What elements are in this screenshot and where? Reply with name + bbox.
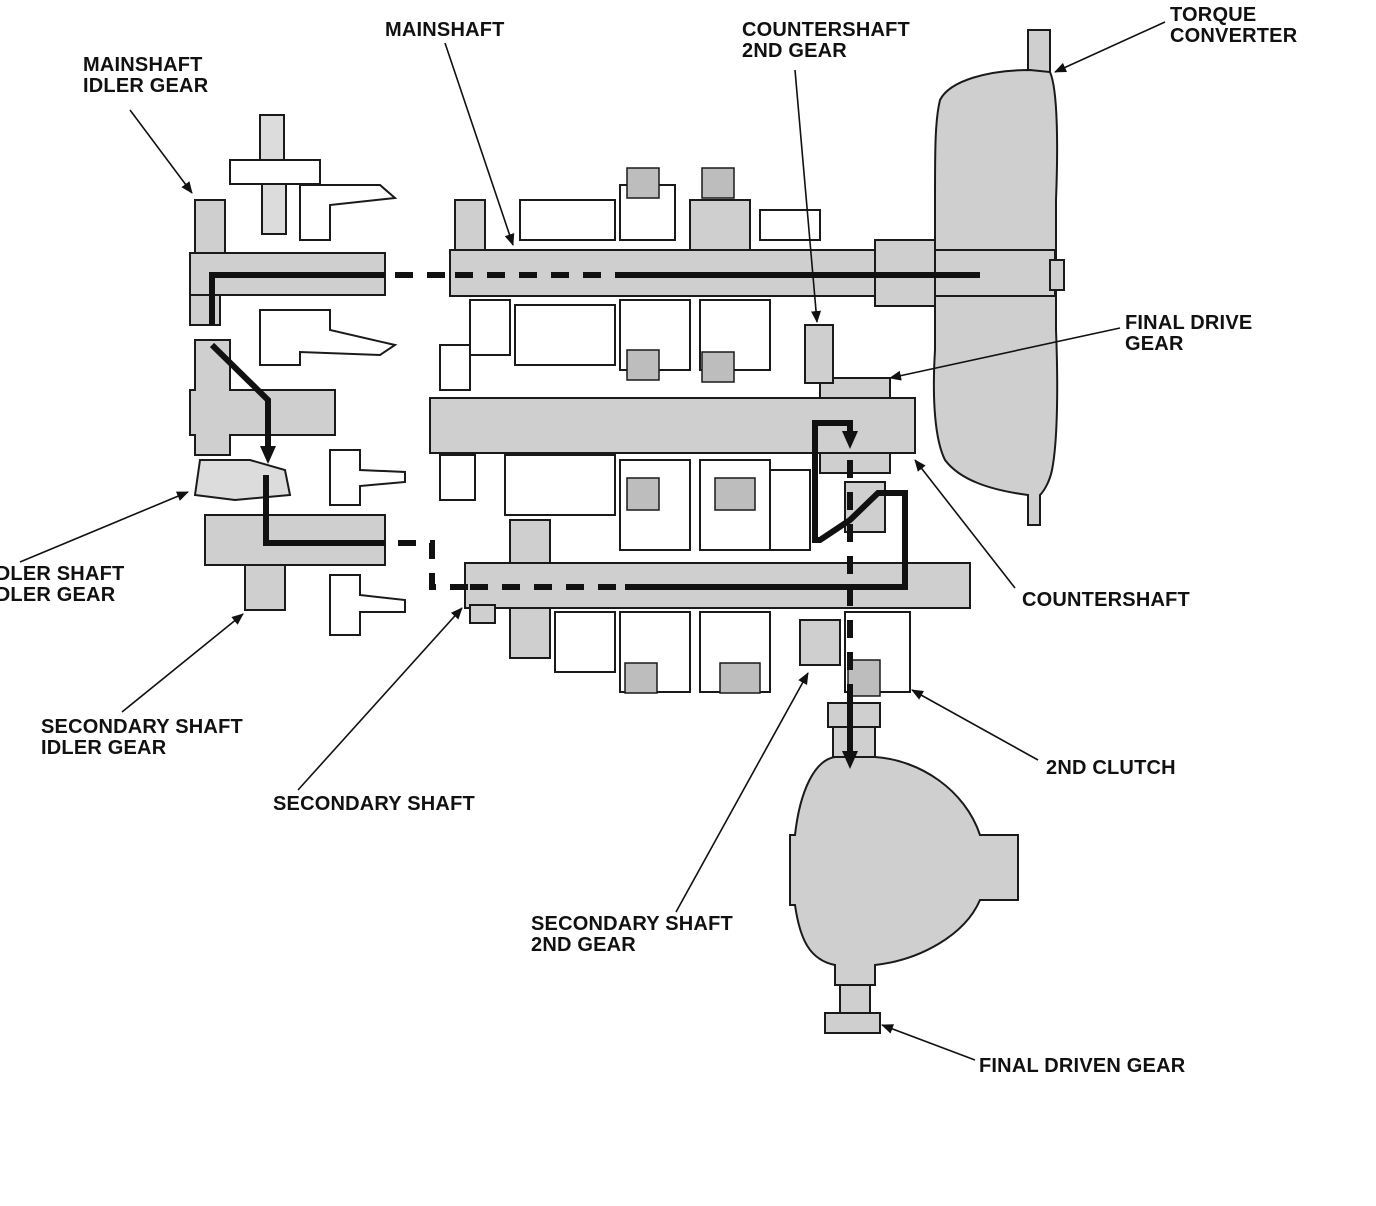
leader-lines — [19, 21, 1166, 1061]
label-final-drive-gear: FINAL DRIVE GEAR — [1125, 312, 1258, 355]
label-torque-converter-line2: CONVERTER — [1170, 25, 1298, 47]
label-secondary-shaft-idler-gear: SECONDARY SHAFT IDLER GEAR — [41, 716, 249, 759]
mainshaft-idler-gear — [189, 114, 398, 366]
label-mainshaft-idler-gear-line2: IDLER GEAR — [83, 75, 209, 97]
label-final-drive-gear-line1: FINAL DRIVE — [1125, 312, 1252, 334]
label-mainshaft: MAINSHAFT — [385, 19, 505, 41]
upper-gear-pack — [439, 167, 834, 391]
label-countershaft-2nd-gear: COUNTERSHAFT 2ND GEAR — [742, 19, 916, 62]
label-secondary-shaft-idler-gear-line1: SECONDARY SHAFT — [41, 716, 243, 738]
label-torque-converter-line1: TORQUE — [1170, 4, 1256, 26]
label-secondary-shaft-idler-gear-line2: IDLER GEAR — [41, 737, 167, 759]
power-flow-path — [209, 272, 980, 769]
label-mainshaft-idler-gear-line1: MAINSHAFT — [83, 54, 203, 76]
label-countershaft-2nd-gear-line2: 2ND GEAR — [742, 40, 847, 62]
label-secondary-shaft: SECONDARY SHAFT — [273, 793, 475, 815]
differential — [789, 702, 1019, 1034]
torque-converter — [932, 29, 1059, 526]
label-countershaft-2nd-gear-line1: COUNTERSHAFT — [742, 19, 910, 41]
label-idler-shaft-idler-gear-line1: IDLER SHAFT — [0, 563, 124, 585]
label-mainshaft-idler-gear: MAINSHAFT IDLER GEAR — [83, 54, 209, 97]
label-final-driven-gear: FINAL DRIVEN GEAR — [979, 1055, 1186, 1077]
label-secondary-shaft-2nd-gear-line2: 2ND GEAR — [531, 934, 636, 956]
label-countershaft: COUNTERSHAFT — [1022, 589, 1190, 611]
label-2nd-clutch: 2ND CLUTCH — [1046, 757, 1176, 779]
lower-gear-pack — [439, 454, 911, 697]
label-idler-shaft-idler-gear: IDLER SHAFT IDLER GEAR — [0, 563, 130, 606]
label-final-drive-gear-line2: GEAR — [1125, 333, 1184, 355]
label-secondary-shaft-2nd-gear-line1: SECONDARY SHAFT — [531, 913, 733, 935]
label-torque-converter: TORQUE CONVERTER — [1170, 4, 1298, 47]
label-idler-shaft-idler-gear-line2: IDLER GEAR — [0, 584, 116, 606]
label-secondary-shaft-2nd-gear: SECONDARY SHAFT 2ND GEAR — [531, 913, 739, 956]
